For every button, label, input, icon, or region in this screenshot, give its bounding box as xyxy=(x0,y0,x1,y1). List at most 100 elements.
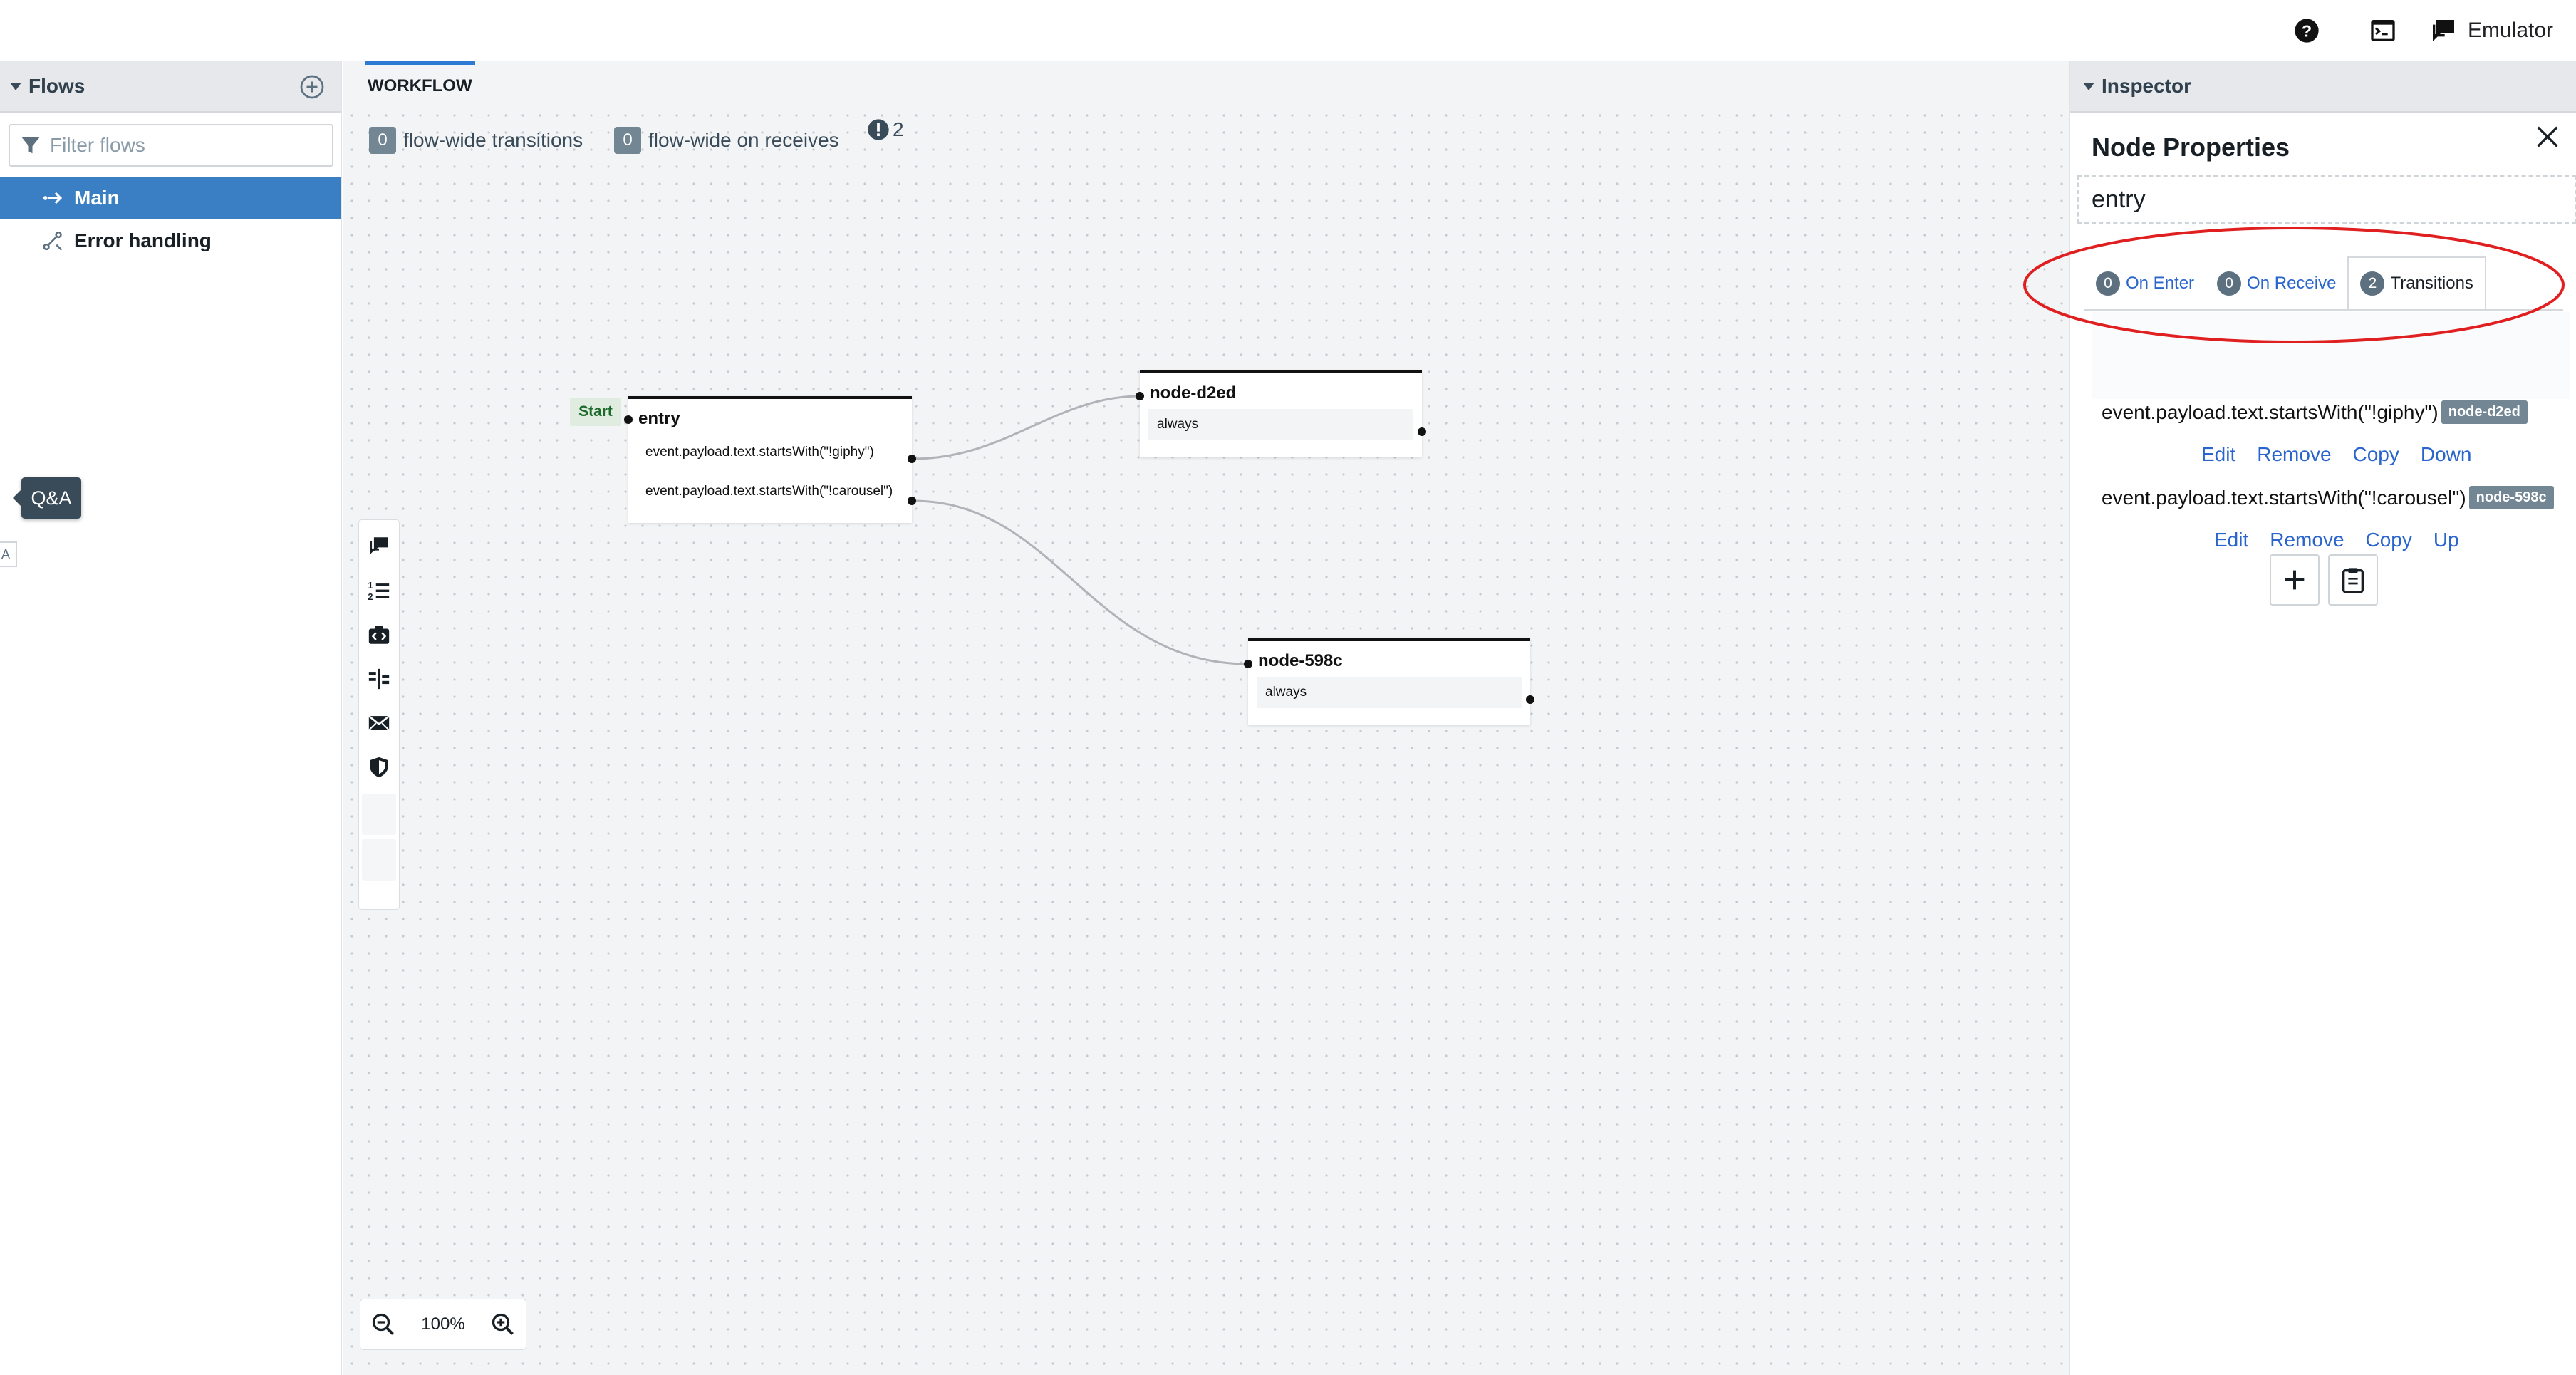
node-598c[interactable]: node-598c always xyxy=(1248,638,1530,725)
tab-label: On Enter xyxy=(2126,274,2195,293)
qa-edge-label: A xyxy=(1,546,11,561)
tab-on-receive[interactable]: 0 On Receive xyxy=(2206,256,2347,311)
qa-label: Q&A xyxy=(31,487,72,509)
copy-transition-link[interactable]: Copy xyxy=(2352,443,2399,465)
inspector-panel: Inspector Node Properties entry 0 On Ent… xyxy=(2069,61,2576,1375)
caret-down-icon xyxy=(10,82,21,90)
node-entry-in-port[interactable] xyxy=(624,415,633,424)
entry-arrow-icon xyxy=(43,192,63,204)
flow-wide-transitions-count: 0 xyxy=(369,127,396,154)
inspector-tabs: 0 On Enter 0 On Receive 2 Transitions xyxy=(2084,254,2486,311)
flow-item-main[interactable]: Main xyxy=(0,177,341,219)
tab-count-badge: 0 xyxy=(2096,271,2120,296)
start-label: Start xyxy=(570,398,621,426)
node-entry-transition-2: event.payload.text.startsWith("!carousel… xyxy=(645,484,893,499)
flow-wide-transitions-label: flow-wide transitions xyxy=(403,129,583,151)
node-598c-in-port[interactable] xyxy=(1244,660,1252,668)
transition-condition-text: event.payload.text.startsWith("!carousel… xyxy=(2102,486,2466,509)
qa-edge-tab[interactable]: A xyxy=(0,541,17,567)
svg-text:2: 2 xyxy=(368,591,373,602)
remove-transition-link[interactable]: Remove xyxy=(2257,443,2332,465)
clipboard-icon xyxy=(2342,568,2364,593)
error-flow-icon xyxy=(43,231,63,251)
transition-list-buttons xyxy=(2270,554,2378,606)
link-entry-to-d2ed xyxy=(913,395,1141,460)
add-flow-icon[interactable] xyxy=(299,74,325,100)
edit-transition-link[interactable]: Edit xyxy=(2214,529,2249,551)
flow-wide-transitions[interactable]: 0 flow-wide transitions xyxy=(369,127,583,154)
console-icon xyxy=(2371,20,2395,41)
zoom-in-icon[interactable] xyxy=(490,1312,516,1337)
node-entry-out-port-1[interactable] xyxy=(908,455,916,463)
warning-icon xyxy=(868,119,889,140)
emulator-button[interactable]: Emulator xyxy=(2429,13,2553,48)
help-button[interactable]: ? xyxy=(2292,13,2321,48)
caret-down-icon xyxy=(2083,82,2094,90)
node-d2ed-in-port[interactable] xyxy=(1136,392,1144,400)
node-598c-transition: always xyxy=(1257,677,1522,708)
zoom-control: 100% xyxy=(360,1299,526,1349)
node-598c-out-port[interactable] xyxy=(1526,695,1534,704)
svg-text:1: 1 xyxy=(368,580,373,591)
node-entry-out-port-2[interactable] xyxy=(908,497,916,505)
tab-on-enter[interactable]: 0 On Enter xyxy=(2084,256,2206,311)
console-button[interactable] xyxy=(2369,13,2397,48)
qa-tooltip[interactable]: Q&A xyxy=(13,477,81,519)
add-skill-node-button[interactable] xyxy=(362,613,396,657)
flows-panel: Flows Main Error handling xyxy=(0,61,342,1375)
add-security-node-button[interactable] xyxy=(362,745,396,789)
link-entry-to-598c xyxy=(913,499,1249,665)
warnings-count: 2 xyxy=(893,118,904,140)
list-node-icon: 12 xyxy=(368,580,390,602)
transitions-list: event.payload.text.startsWith("!giphy") … xyxy=(2092,312,2570,606)
add-standard-node-button[interactable] xyxy=(362,524,396,569)
tab-workflow[interactable]: WORKFLOW xyxy=(365,61,475,107)
split-node-icon xyxy=(368,668,390,690)
node-entry[interactable]: entry event.payload.text.startsWith("!gi… xyxy=(628,396,912,523)
add-transition-button[interactable] xyxy=(2270,554,2320,606)
flow-item-error-handling[interactable]: Error handling xyxy=(0,219,341,262)
warnings-indicator[interactable]: 2 xyxy=(867,118,904,141)
workflow-canvas[interactable]: 0 flow-wide transitions 0 flow-wide on r… xyxy=(343,107,2069,1375)
svg-text:?: ? xyxy=(2302,21,2312,40)
palette-empty-slot xyxy=(362,839,396,881)
node-name-field[interactable]: entry xyxy=(2077,175,2576,224)
filter-flows-input[interactable] xyxy=(50,134,321,157)
node-properties-title: Node Properties xyxy=(2092,133,2290,162)
remove-transition-link[interactable]: Remove xyxy=(2270,529,2344,551)
node-d2ed[interactable]: node-d2ed always xyxy=(1140,370,1422,457)
paste-transition-button[interactable] xyxy=(2328,554,2378,606)
move-down-transition-link[interactable]: Down xyxy=(2420,443,2472,465)
close-icon[interactable] xyxy=(2533,123,2562,151)
add-split-node-button[interactable] xyxy=(362,657,396,701)
inspector-header[interactable]: Inspector xyxy=(2070,61,2576,113)
transition-item xyxy=(2092,312,2570,399)
flow-wide-receives-count: 0 xyxy=(614,127,641,154)
add-say-node-button[interactable] xyxy=(362,701,396,745)
flow-wide-receives-label: flow-wide on receives xyxy=(648,129,839,151)
flow-wide-receives[interactable]: 0 flow-wide on receives xyxy=(614,127,839,154)
zoom-out-icon[interactable] xyxy=(370,1312,396,1337)
transition-actions-2: Edit Remove Copy Up xyxy=(2214,529,2459,551)
help-circle-icon: ? xyxy=(2295,19,2319,43)
transition-condition-text: event.payload.text.startsWith("!giphy") xyxy=(2102,400,2439,423)
palette-empty-slot xyxy=(362,794,396,835)
edit-transition-link[interactable]: Edit xyxy=(2201,443,2236,465)
start-label-text: Start xyxy=(578,403,613,420)
move-up-transition-link[interactable]: Up xyxy=(2433,529,2459,551)
inspector-title: Inspector xyxy=(2102,75,2192,97)
zoom-level: 100% xyxy=(421,1314,465,1334)
say-node-icon xyxy=(368,715,390,731)
security-node-icon xyxy=(370,757,388,778)
workflow-tab-label: WORKFLOW xyxy=(368,76,472,95)
transition-target-badge: node-d2ed xyxy=(2441,400,2528,424)
copy-transition-link[interactable]: Copy xyxy=(2365,529,2412,551)
flow-item-label: Error handling xyxy=(74,229,212,251)
node-d2ed-title: node-d2ed xyxy=(1150,383,1237,403)
node-d2ed-transition: always xyxy=(1148,409,1413,440)
tab-transitions[interactable]: 2 Transitions xyxy=(2347,256,2486,311)
node-598c-title: node-598c xyxy=(1258,651,1343,670)
flows-header[interactable]: Flows xyxy=(0,61,341,113)
node-d2ed-out-port[interactable] xyxy=(1418,427,1426,436)
